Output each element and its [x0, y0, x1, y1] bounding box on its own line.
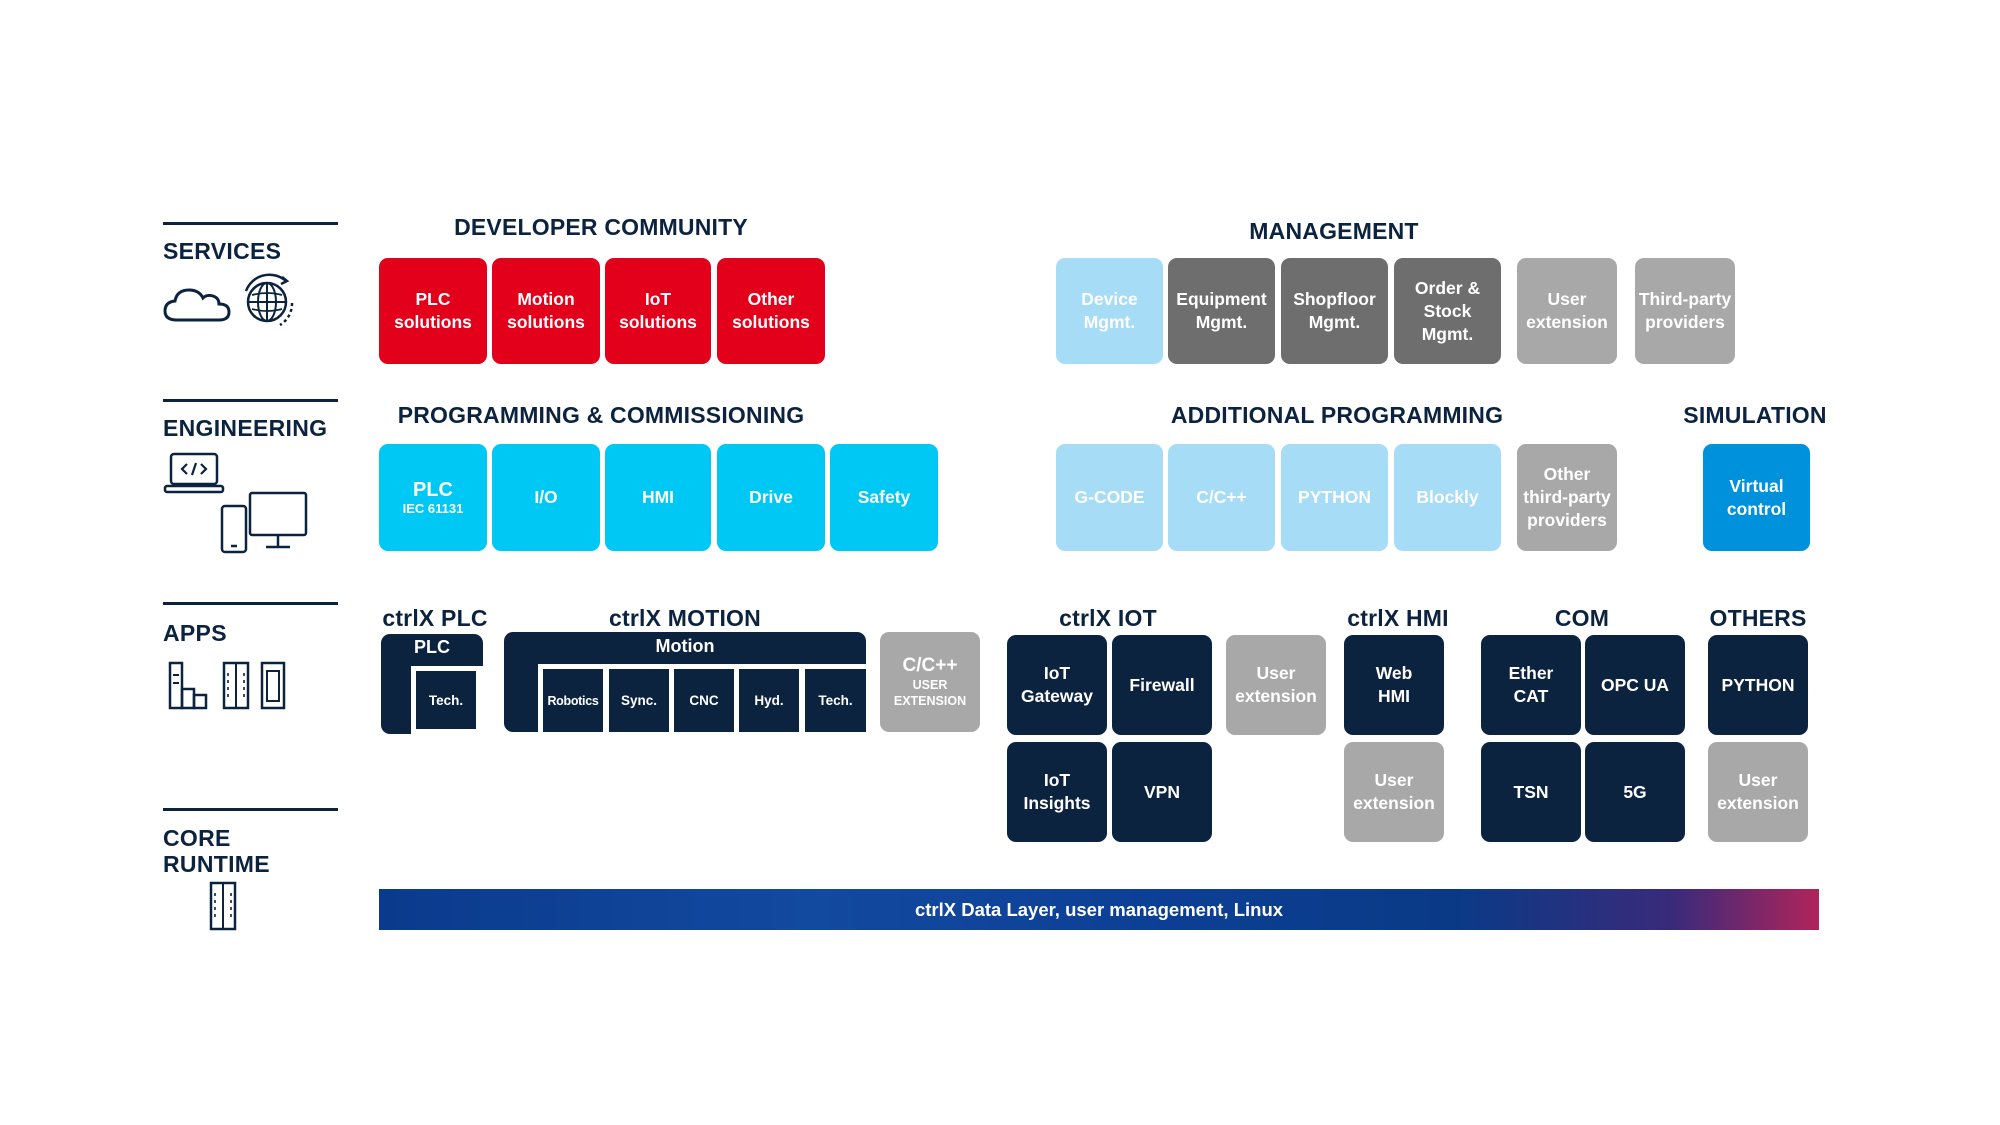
tile-vpn[interactable]: VPN	[1112, 742, 1212, 842]
layer-label-apps: APPS	[163, 620, 227, 646]
tile-other-solutions[interactable]: Other solutions	[717, 258, 825, 364]
tile-other-third-party-providers[interactable]: Other third-party providers	[1517, 444, 1617, 551]
tile-g-code[interactable]: G-CODE	[1056, 444, 1163, 551]
heading-com: COM	[1554, 605, 1610, 631]
tile-plc-solutions[interactable]: PLC solutions	[379, 258, 487, 364]
cpp-sub-label: USER EXTENSION	[893, 678, 967, 708]
layer-label-core: CORE	[163, 825, 231, 851]
tile-safety[interactable]: Safety	[830, 444, 938, 551]
tile-hmi-user-extension[interactable]: User extension	[1344, 742, 1444, 842]
tile-web-hmi[interactable]: Web HMI	[1344, 635, 1444, 735]
tile-management-user-extension[interactable]: User extension	[1517, 258, 1617, 364]
plc-standard-label: IEC 61131	[402, 501, 464, 516]
tile-firewall[interactable]: Firewall	[1112, 635, 1212, 735]
ctrlx-plc-label: PLC	[414, 637, 450, 657]
tile-opc-ua[interactable]: OPC UA	[1585, 635, 1685, 735]
laptop-code-icon	[163, 452, 225, 494]
device-modules-icon	[168, 661, 286, 710]
tile-io[interactable]: I/O	[492, 444, 600, 551]
tile-others-user-extension[interactable]: User extension	[1708, 742, 1808, 842]
tile-tsn[interactable]: TSN	[1481, 742, 1581, 842]
tile-cpp-user-extension[interactable]: C/C++ USER EXTENSION	[880, 632, 980, 732]
heading-additional-programming: ADDITIONAL PROGRAMMING	[1170, 402, 1504, 428]
tile-iot-solutions[interactable]: IoT solutions	[605, 258, 711, 364]
tile-motion-tech[interactable]: Tech.	[805, 669, 866, 732]
tile-iot-user-extension[interactable]: User extension	[1226, 635, 1326, 735]
heading-ctrlx-motion: ctrlX MOTION	[609, 605, 761, 631]
heading-ctrlx-hmi: ctrlX HMI	[1347, 605, 1449, 631]
heading-developer-community: DEVELOPER COMMUNITY	[454, 214, 748, 240]
layer-label-runtime: RUNTIME	[163, 851, 270, 877]
engineering-divider	[163, 399, 338, 402]
tile-motion-hyd[interactable]: Hyd.	[739, 669, 799, 732]
ctrlx-motion-label: Motion	[655, 636, 715, 656]
heading-simulation: SIMULATION	[1683, 402, 1827, 428]
tile-motion-cnc[interactable]: CNC	[674, 669, 734, 732]
globe-sync-icon	[244, 273, 294, 327]
tile-c-cpp[interactable]: C/C++	[1168, 444, 1275, 551]
tile-ethercat[interactable]: Ether CAT	[1481, 635, 1581, 735]
heading-ctrlx-plc: ctrlX PLC	[382, 605, 488, 631]
tile-hmi[interactable]: HMI	[605, 444, 711, 551]
layer-label-services: SERVICES	[163, 238, 282, 264]
tile-5g[interactable]: 5G	[1585, 742, 1685, 842]
tile-shopfloor-mgmt[interactable]: Shopfloor Mgmt.	[1281, 258, 1388, 364]
tile-motion-sync[interactable]: Sync.	[609, 669, 669, 732]
layer-label-engineering: ENGINEERING	[163, 415, 328, 441]
tile-device-mgmt[interactable]: Device Mgmt.	[1056, 258, 1163, 364]
runtime-module-icon	[209, 881, 237, 931]
tile-third-party-providers[interactable]: Third-party providers	[1635, 258, 1735, 364]
cloud-icon	[163, 288, 231, 322]
tile-plc-tech[interactable]: Tech.	[416, 671, 476, 729]
core-runtime-divider	[163, 808, 338, 811]
apps-divider	[163, 602, 338, 605]
tile-drive[interactable]: Drive	[717, 444, 825, 551]
data-layer-label: ctrlX Data Layer, user management, Linux	[914, 898, 1284, 920]
data-layer-bar[interactable]: ctrlX Data Layer, user management, Linux	[379, 889, 1819, 930]
tile-iot-insights[interactable]: IoT Insights	[1007, 742, 1107, 842]
heading-programming-commissioning: PROGRAMMING & COMMISSIONING	[397, 402, 805, 428]
tile-iot-gateway[interactable]: IoT Gateway	[1007, 635, 1107, 735]
plc-label: PLC	[413, 479, 453, 501]
heading-ctrlx-iot: ctrlX IOT	[1059, 605, 1157, 631]
tile-motion-solutions[interactable]: Motion solutions	[492, 258, 600, 364]
tile-plc-iec61131[interactable]: PLC IEC 61131	[379, 444, 487, 551]
tile-order-stock-mgmt[interactable]: Order & Stock Mgmt.	[1394, 258, 1501, 364]
tile-others-python[interactable]: PYTHON	[1708, 635, 1808, 735]
tile-virtual-control[interactable]: Virtual control	[1703, 444, 1810, 551]
tablet-monitor-icon	[220, 491, 308, 554]
heading-management: MANAGEMENT	[1249, 218, 1419, 244]
tile-equipment-mgmt[interactable]: Equipment Mgmt.	[1168, 258, 1275, 364]
tile-python[interactable]: PYTHON	[1281, 444, 1388, 551]
services-divider	[163, 222, 338, 225]
tile-motion-robotics[interactable]: Robotics	[543, 669, 603, 732]
tile-blockly[interactable]: Blockly	[1394, 444, 1501, 551]
cpp-label: C/C++	[902, 655, 958, 676]
heading-others: OTHERS	[1709, 605, 1807, 631]
